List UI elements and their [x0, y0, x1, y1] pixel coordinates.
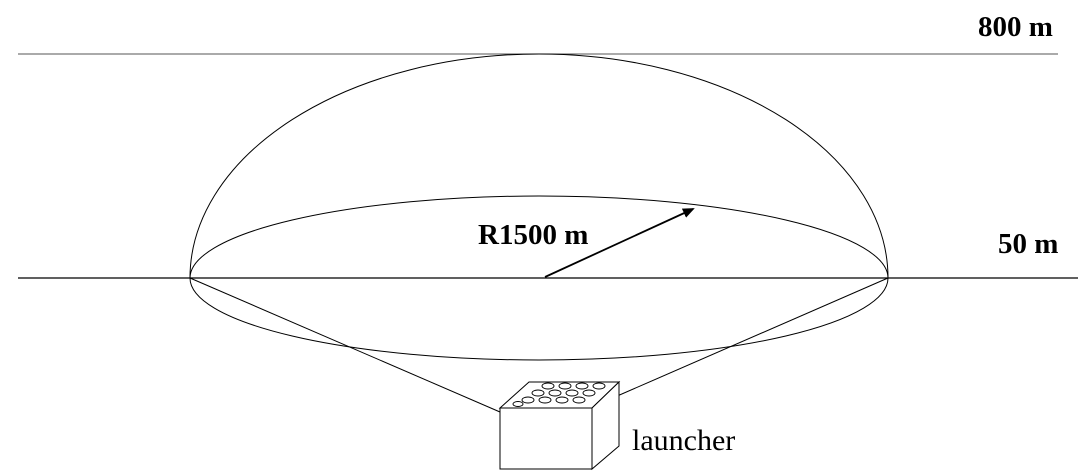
launch-tube [592, 382, 606, 390]
launch-tube [575, 382, 589, 390]
launch-tube [572, 396, 586, 404]
launch-tube [548, 389, 562, 397]
launch-tube [531, 389, 545, 397]
dome-arc [189, 53, 889, 279]
launcher-front-face [499, 407, 593, 470]
launch-tube [541, 382, 555, 390]
label-800m: 800 m [978, 11, 1053, 43]
launch-tube [512, 401, 524, 407]
label-launcher: launcher [632, 424, 735, 457]
launch-tubes [512, 382, 606, 407]
cone-line-left [189, 277, 501, 413]
launch-tube [582, 389, 596, 397]
launch-tube [565, 389, 579, 397]
radius-arrow [544, 208, 695, 278]
label-radius: R1500 m [478, 219, 588, 251]
launch-tube [558, 382, 572, 390]
launch-tube [521, 396, 535, 404]
cone-line-right [591, 277, 889, 408]
launch-tube [555, 396, 569, 404]
launch-tube [538, 396, 552, 404]
label-50m: 50 m [998, 228, 1058, 260]
